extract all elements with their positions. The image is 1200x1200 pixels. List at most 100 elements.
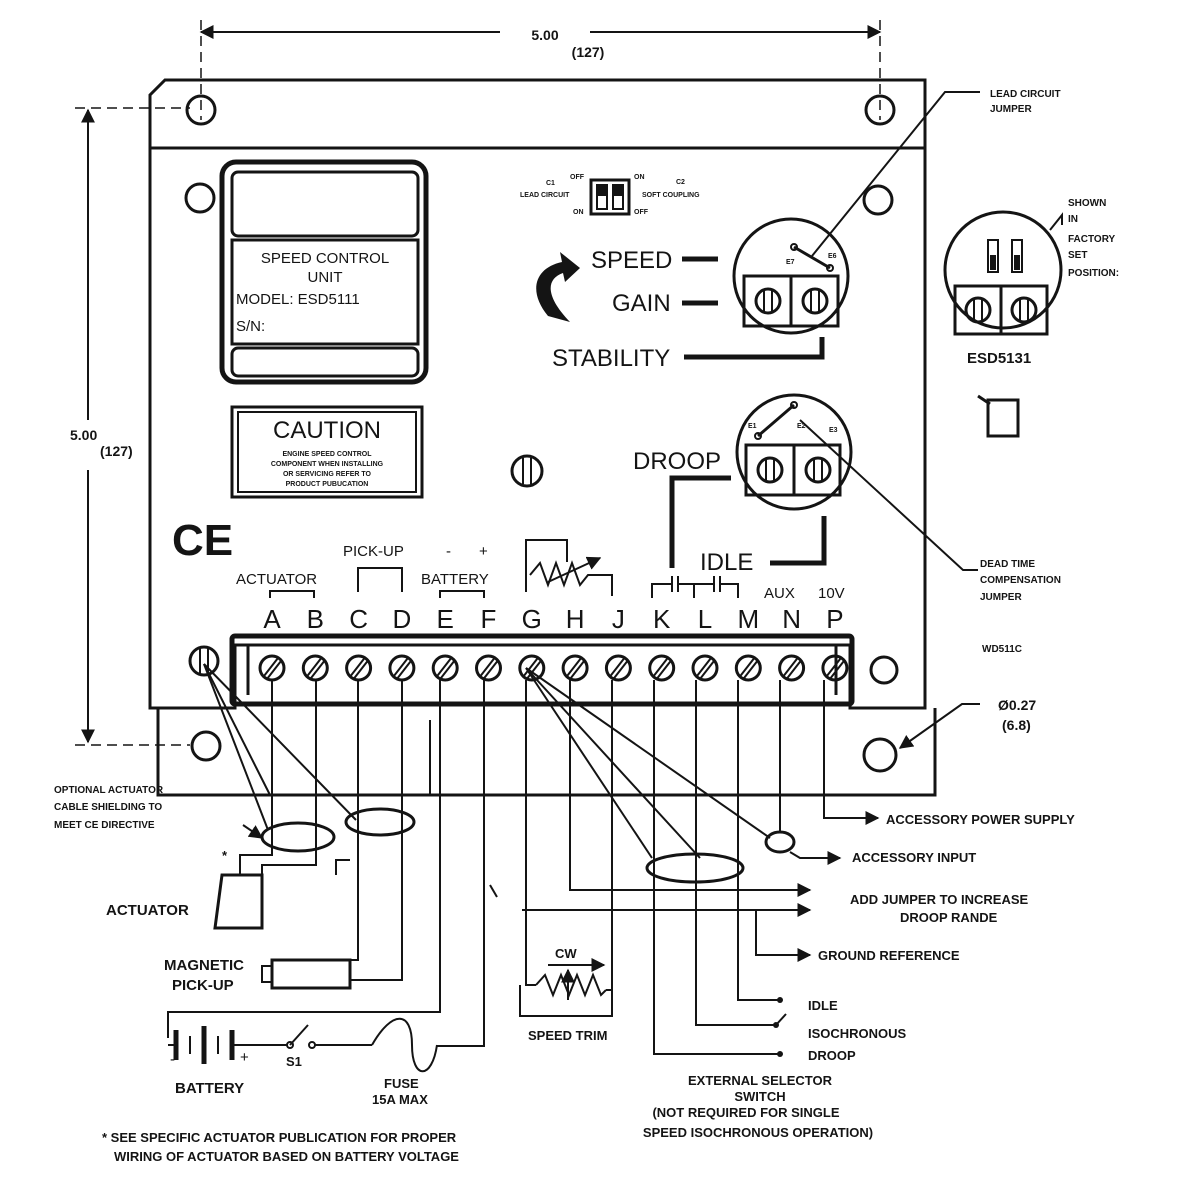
terminal-screw-m-icon xyxy=(734,654,762,682)
group-aux: AUX xyxy=(764,585,795,602)
shielding-label-3: MEET CE DIRECTIVE xyxy=(54,820,155,831)
dip-c1: C1 xyxy=(546,180,555,187)
dip-c1-on: ON xyxy=(573,209,584,216)
lower-pot-circle: E1 E2 E3 DROOP IDLE xyxy=(633,393,853,576)
battery-label: BATTERY xyxy=(175,1080,244,1097)
selector-label-2: SWITCH xyxy=(734,1089,785,1104)
group-battery: BATTERY xyxy=(421,571,489,588)
caution-line1: ENGINE SPEED CONTROL xyxy=(282,451,372,458)
footnote-line1: * SEE SPECIFIC ACTUATOR PUBLICATION FOR … xyxy=(102,1130,457,1145)
terminal-label-h: H xyxy=(566,604,585,634)
terminal-label-g: G xyxy=(522,604,542,634)
mounting-holes xyxy=(184,94,899,773)
terminal-screw-g-icon xyxy=(518,654,546,682)
external-wiring: OPTIONAL ACTUATOR CABLE SHIELDING TO MEE… xyxy=(54,663,880,1107)
terminal-screw-a-icon xyxy=(258,654,286,682)
shielding-label-1: OPTIONAL ACTUATOR xyxy=(54,785,164,796)
fuse-label-2: 15A MAX xyxy=(372,1092,428,1107)
dip-c2-name: SOFT COUPLING xyxy=(642,192,700,199)
group-plus: + xyxy=(479,543,488,560)
dip-c1-off: OFF xyxy=(570,174,585,181)
speed-trim-label: SPEED TRIM xyxy=(528,1028,607,1043)
speed-label: SPEED xyxy=(591,247,672,274)
width-dimension: 5.00 (127) xyxy=(199,20,882,120)
fuse-label-1: FUSE xyxy=(384,1076,419,1091)
adjustment-potentiometers: SPEED GAIN STABILITY xyxy=(536,247,825,372)
group-minus: - xyxy=(446,543,451,560)
terminal-screw-j-icon xyxy=(604,654,632,682)
plate-title-line2: UNIT xyxy=(308,269,343,286)
group-actuator: ACTUATOR xyxy=(236,571,317,588)
terminal-label-p: P xyxy=(826,604,843,634)
jumper-e6: E6 xyxy=(828,253,837,260)
shielding-label-2: CABLE SHIELDING TO xyxy=(54,802,162,813)
group-pickup: PICK-UP xyxy=(343,543,404,560)
caution-line4: PRODUCT PUBUCATION xyxy=(286,481,369,488)
idle-label: IDLE xyxy=(700,549,753,576)
fuse-icon xyxy=(371,1017,438,1073)
plate-sn: S/N: xyxy=(236,318,265,335)
switch-s1: S1 xyxy=(286,1054,302,1069)
battery-symbol-icon xyxy=(168,1026,288,1064)
magnetic-label-1: MAGNETIC xyxy=(164,957,244,974)
plate-model: MODEL: ESD5111 xyxy=(236,291,360,308)
dip-c1-name: LEAD CIRCUIT xyxy=(520,192,570,199)
hole-mm: (6.8) xyxy=(1002,717,1031,733)
terminal-screw-c-icon xyxy=(345,654,373,682)
part-code: WD511C xyxy=(982,644,1022,655)
shown-label-2: IN xyxy=(1068,214,1078,225)
terminal-label-m: M xyxy=(737,604,759,634)
terminal-label-b: B xyxy=(307,604,324,634)
selector-label-4: SPEED ISOCHRONOUS OPERATION) xyxy=(643,1125,873,1140)
jumper-e1: E1 xyxy=(748,423,757,430)
wiring-labels: ACCESSORY POWER SUPPLY ACCESSORY INPUT A… xyxy=(643,812,1075,1140)
selector-label-1: EXTERNAL SELECTOR xyxy=(688,1073,833,1088)
switch-s1-icon xyxy=(286,1024,372,1049)
shown-label-4: SET xyxy=(1068,250,1087,261)
terminal-label-n: N xyxy=(782,604,801,634)
jumper-e7: E7 xyxy=(786,259,795,266)
selector-label-3: (NOT REQUIRED FOR SINGLE xyxy=(652,1105,839,1120)
caution-line2: COMPONENT WHEN INSTALLING xyxy=(271,461,384,468)
dead-time-label-3: JUMPER xyxy=(980,592,1022,603)
internal-pot-symbol xyxy=(525,539,613,596)
dip-c2: C2 xyxy=(676,179,685,186)
terminal-label-j: J xyxy=(612,604,625,634)
caution-line3: OR SERVICING REFER TO xyxy=(283,471,372,478)
lead-circuit-label-2: JUMPER xyxy=(990,104,1032,115)
dip-c2-off: OFF xyxy=(634,209,649,216)
terminal-screws xyxy=(258,654,849,682)
internal-jumper-symbol xyxy=(651,576,739,598)
footnote-line2: WIRING OF ACTUATOR BASED ON BATTERY VOLT… xyxy=(114,1149,459,1164)
terminal-label-l: L xyxy=(698,604,712,634)
terminal-label-d: D xyxy=(393,604,412,634)
terminal-label-k: K xyxy=(653,604,671,634)
height-dimension: 5.00 (127) xyxy=(70,107,190,746)
terminal-label-a: A xyxy=(263,604,281,634)
battery-minus: - xyxy=(170,1051,175,1068)
dip-switch: C1 OFF LEAD CIRCUIT ON ON C2 SOFT COUPLI… xyxy=(520,174,700,216)
stability-label: STABILITY xyxy=(552,345,670,372)
magnetic-label-2: PICK-UP xyxy=(172,977,234,994)
jumper-label-2: DROOP RANDE xyxy=(900,910,998,925)
terminal-label-c: C xyxy=(349,604,368,634)
ground-label: GROUND REFERENCE xyxy=(818,948,960,963)
esd5131-model: ESD5131 xyxy=(967,350,1031,367)
terminal-screw-d-icon xyxy=(388,654,416,682)
caution-label: CAUTION ENGINE SPEED CONTROL COMPONENT W… xyxy=(230,405,424,499)
terminal-screw-l-icon xyxy=(691,654,719,682)
actuator-star: * xyxy=(222,848,228,863)
height-inches: 5.00 xyxy=(70,427,97,443)
accessory-input-label: ACCESSORY INPUT xyxy=(852,850,976,865)
selector-droop-label: DROOP xyxy=(808,1048,856,1063)
hole-callout: Ø0.27 (6.8) xyxy=(898,697,1036,749)
gain-label: GAIN xyxy=(612,290,671,317)
width-inches: 5.00 xyxy=(531,27,558,43)
jumper-e3: E3 xyxy=(829,427,838,434)
selector-isochronous-label: ISOCHRONOUS xyxy=(808,1026,907,1041)
lead-circuit-label-1: LEAD CIRCUIT xyxy=(990,89,1061,100)
shown-label-3: FACTORY xyxy=(1068,234,1116,245)
terminal-screw-e-icon xyxy=(431,654,459,682)
